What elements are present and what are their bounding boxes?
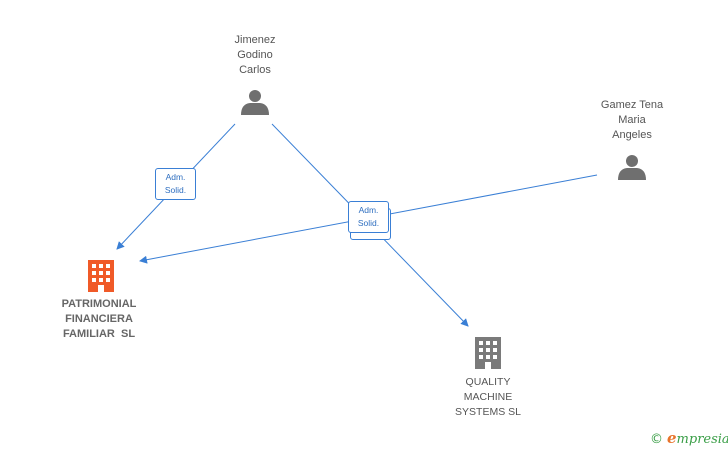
company-label-quality[interactable]: QUALITY MACHINE SYSTEMS SL: [455, 376, 521, 418]
copyright-symbol: ©: [650, 432, 663, 447]
brand-logo: © empresia: [650, 429, 728, 447]
brand-initial: e: [667, 429, 677, 447]
person-label-jimenez[interactable]: Jimenez Godino Carlos: [234, 34, 276, 76]
role-badge[interactable]: Adm. Solid.: [155, 168, 196, 200]
person-label-gamez[interactable]: Gamez Tena Maria Angeles: [600, 99, 664, 141]
building-icon[interactable]: [88, 260, 114, 292]
role-badge[interactable]: Adm. Solid.: [348, 201, 389, 233]
person-icon[interactable]: [241, 90, 269, 115]
company-label-patrimonial[interactable]: PATRIMONIAL FINANCIERA FAMILIAR SL: [61, 298, 137, 340]
building-icon[interactable]: [475, 337, 501, 369]
person-icon[interactable]: [618, 155, 646, 180]
brand-name: mpresia: [676, 432, 728, 447]
